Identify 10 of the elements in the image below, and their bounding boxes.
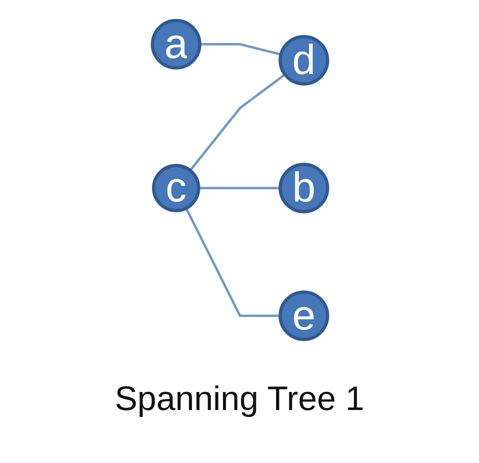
node-circle: d [278,35,329,86]
connector [188,74,286,172]
node-circle: c [152,164,200,212]
connector [198,186,280,190]
connector [184,208,280,317]
node-circle: b [278,162,329,214]
node-circle: a [150,18,201,70]
caption: Spanning Tree 1 [114,380,364,419]
connector [199,43,281,56]
node-circle: e [278,290,329,342]
